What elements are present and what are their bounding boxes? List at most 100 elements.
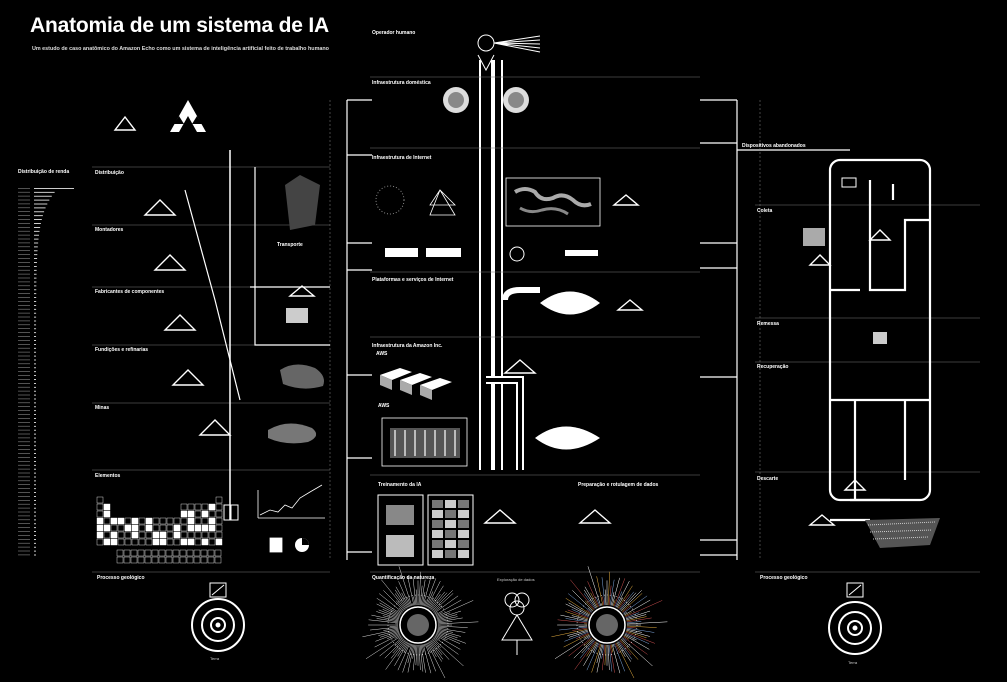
element-cell <box>160 539 166 545</box>
right-connections <box>700 100 850 560</box>
element-cell <box>208 557 214 563</box>
training-cell <box>458 510 469 518</box>
income-bar <box>34 531 36 532</box>
income-bar <box>34 266 37 267</box>
datacenter-image <box>382 418 467 466</box>
income-bar <box>34 348 36 349</box>
income-row-label <box>18 430 30 431</box>
element-cell <box>118 518 124 524</box>
income-row-label <box>18 239 30 240</box>
element-cell <box>195 525 201 531</box>
income-bar <box>34 352 36 353</box>
income-bar <box>34 457 36 458</box>
radial-ray <box>616 643 634 678</box>
element-cell <box>167 525 173 531</box>
element-cell <box>174 532 180 538</box>
element-cell <box>216 497 222 503</box>
element-cell <box>160 525 166 531</box>
income-bar <box>34 426 36 427</box>
income-bar <box>34 367 36 368</box>
element-cell <box>125 532 131 538</box>
radial-ray <box>623 638 627 641</box>
element-cell <box>104 504 110 510</box>
radial-ray <box>427 643 445 678</box>
income-row-label <box>18 434 30 435</box>
data-exploration-venn <box>502 593 532 655</box>
income-row-label <box>18 262 30 263</box>
radial-ray <box>436 600 473 616</box>
element-cell <box>146 532 152 538</box>
element-cell <box>209 539 215 545</box>
element-cell <box>138 550 144 556</box>
element-cell <box>166 550 172 556</box>
element-cell <box>146 539 152 545</box>
income-bar <box>34 274 37 275</box>
radial-ray <box>569 638 592 656</box>
training-cell <box>458 520 469 528</box>
income-row-label <box>18 352 30 353</box>
income-bar <box>34 547 36 548</box>
income-row-label <box>18 512 30 513</box>
element-cell <box>195 518 201 524</box>
element-cell <box>139 532 145 538</box>
income-bar <box>34 305 36 306</box>
radial-ray <box>608 645 609 670</box>
income-bar <box>34 196 52 197</box>
income-bar <box>34 484 36 485</box>
training-cell <box>432 500 443 508</box>
income-row-label <box>18 473 30 474</box>
income-bar <box>34 465 36 466</box>
geologic-process-right <box>829 583 881 654</box>
income-bar <box>34 535 36 536</box>
data-labeling-radial <box>551 566 667 678</box>
aws-datacenter-label: AWS <box>378 403 389 409</box>
earth-label-left: Terra <box>210 656 219 661</box>
radial-ray <box>426 591 433 606</box>
income-bar <box>34 254 37 255</box>
income-bar <box>34 406 36 407</box>
income-bar <box>34 200 49 201</box>
landfill-image <box>865 518 940 548</box>
process-lenses <box>535 292 600 450</box>
element-cell <box>202 511 208 517</box>
income-bar <box>34 379 36 380</box>
income-bar <box>34 449 36 450</box>
earth-label-right: Terra <box>848 660 857 665</box>
element-cell <box>202 504 208 510</box>
element-cell <box>209 504 215 510</box>
element-cell <box>181 532 187 538</box>
income-bar <box>34 208 46 209</box>
income-row-label <box>18 254 30 255</box>
element-cell <box>111 539 117 545</box>
income-bar <box>34 481 36 482</box>
central-pipeline <box>486 60 540 470</box>
income-bar <box>34 340 36 341</box>
income-row-label <box>18 223 30 224</box>
income-bar <box>34 371 36 372</box>
income-bar <box>34 551 36 552</box>
income-row-label <box>18 520 30 521</box>
element-cell <box>153 525 159 531</box>
element-cell <box>208 550 214 556</box>
income-bar <box>34 434 36 435</box>
income-row-label <box>18 449 30 450</box>
element-cell <box>97 539 103 545</box>
element-cell <box>159 557 165 563</box>
income-bar <box>34 223 41 224</box>
training-cell <box>458 540 469 548</box>
nature-quantification-radial <box>362 566 478 678</box>
fractal-logo <box>170 100 206 132</box>
element-cell <box>174 518 180 524</box>
element-cell <box>187 550 193 556</box>
income-row-label <box>18 508 30 509</box>
radial-ray <box>413 577 416 605</box>
element-cell <box>104 539 110 545</box>
section-component-makers: Fabricantes de componentes <box>95 289 165 295</box>
income-bar <box>34 418 36 419</box>
element-cell <box>188 511 194 517</box>
income-row-label <box>18 481 30 482</box>
radial-ray <box>605 590 606 605</box>
income-bar <box>34 410 36 411</box>
income-row-label <box>18 543 30 544</box>
radial-ray <box>380 638 403 656</box>
